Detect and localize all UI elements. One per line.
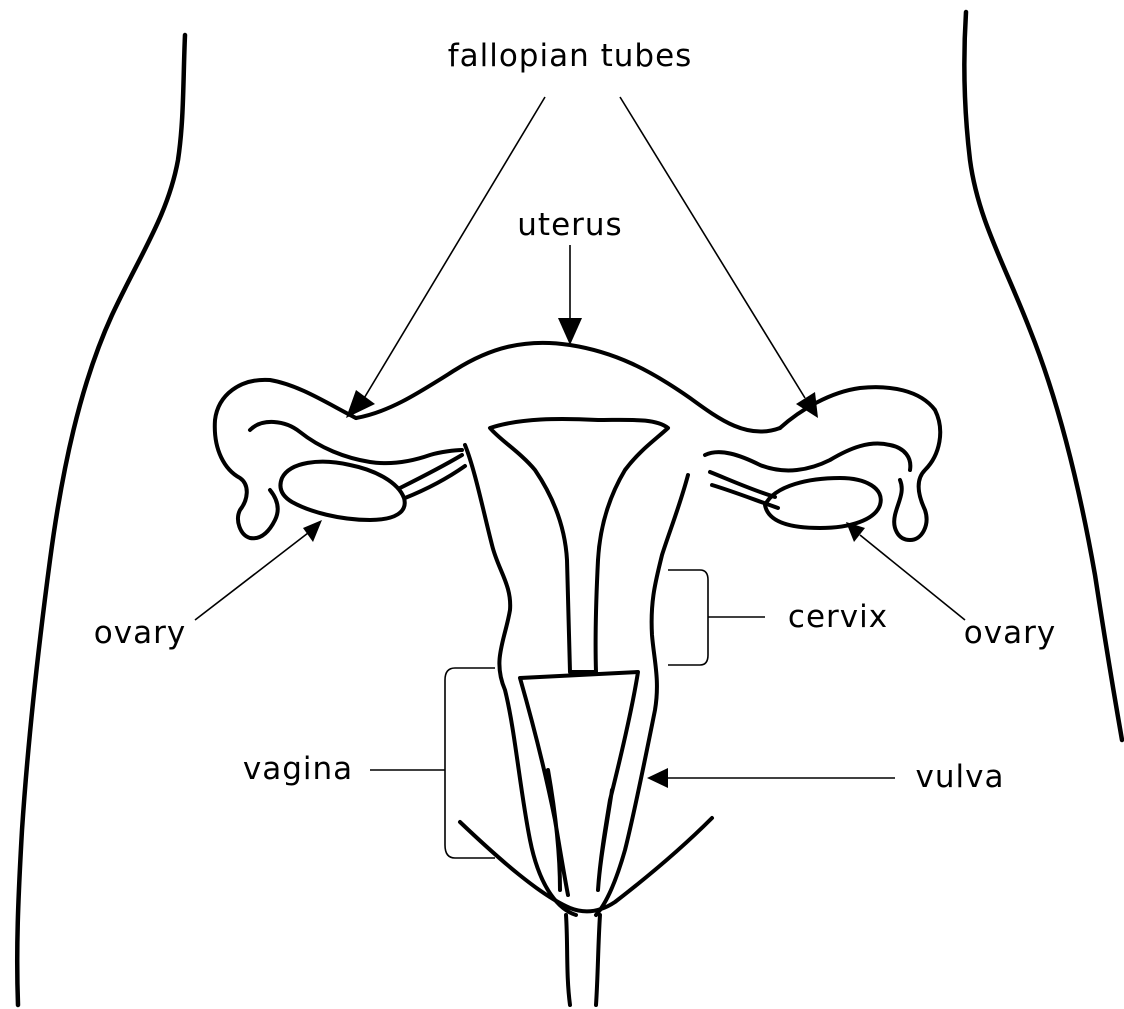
arrowhead-vulva (647, 768, 668, 788)
ovary-left (280, 462, 404, 520)
arrowhead-ovary-right (846, 522, 865, 542)
leader-fallopian-left (363, 97, 545, 400)
label-fallopian-tubes: fallopian tubes (448, 38, 693, 74)
leader-fallopian-right (620, 97, 805, 398)
fallopian-tube-left (215, 380, 462, 538)
label-vagina: vagina (243, 751, 353, 787)
leader-ovary-left (195, 533, 308, 620)
vulva-outline (460, 818, 712, 911)
label-cervix: cervix (788, 599, 888, 635)
uterine-cavity (490, 419, 668, 672)
arrowhead-uterus (558, 318, 582, 345)
body-outline-left (17, 35, 185, 1005)
ovary-right (765, 478, 881, 528)
arrowhead-ovary-left (303, 520, 322, 542)
label-ovary-right: ovary (964, 615, 1056, 651)
brace-cervix (668, 570, 708, 665)
label-uterus: uterus (517, 207, 622, 243)
label-vulva: vulva (916, 759, 1005, 795)
vaginal-opening (566, 915, 600, 1005)
label-ovary-left: ovary (94, 615, 186, 651)
fallopian-tube-right (705, 387, 940, 540)
